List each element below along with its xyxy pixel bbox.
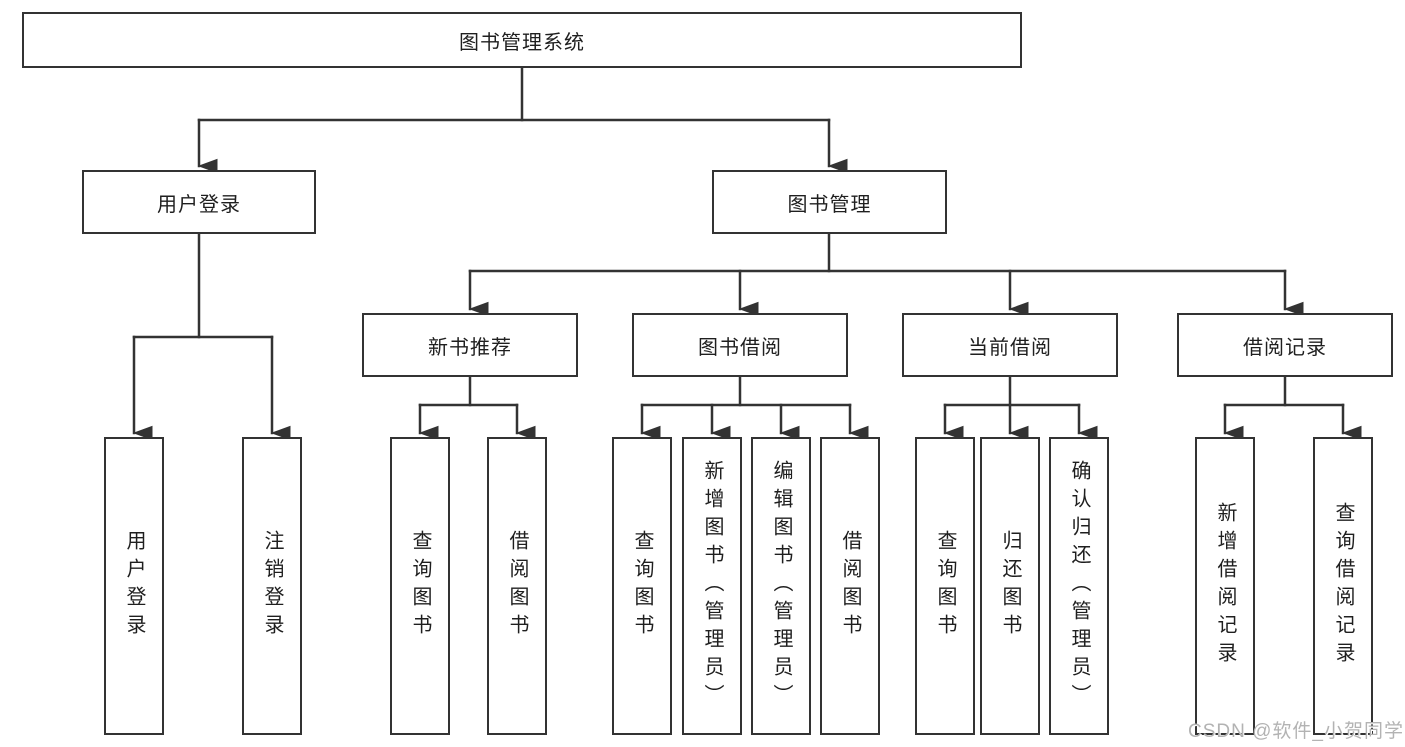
leaf-query-books-recommend: 查询图书 — [390, 437, 450, 735]
connector-book-mgmt-branch — [468, 232, 1285, 309]
leaf-query-books-current: 查询图书 — [915, 437, 975, 735]
leaf-borrow-books-recommend: 借阅图书 — [487, 437, 547, 735]
node-new-book-recommendation: 新书推荐 — [362, 313, 578, 377]
connector-borrowing-branch — [640, 375, 850, 433]
node-book-management: 图书管理 — [712, 170, 947, 234]
node-book-borrowing: 图书借阅 — [632, 313, 848, 377]
leaf-return-books: 归还图书 — [980, 437, 1040, 735]
leaf-edit-books-admin: 编辑图书（管理员） — [751, 437, 811, 735]
connector-user-login-branch — [132, 232, 272, 433]
leaf-confirm-return-admin: 确认归还（管理员） — [1049, 437, 1109, 735]
leaf-logout: 注销登录 — [242, 437, 302, 735]
leaf-query-borrow-record: 查询借阅记录 — [1313, 437, 1373, 735]
node-current-borrowing: 当前借阅 — [902, 313, 1118, 377]
node-user-login: 用户登录 — [82, 170, 316, 234]
node-borrowing-records: 借阅记录 — [1177, 313, 1393, 377]
connector-records-branch — [1223, 375, 1343, 433]
leaf-query-books-borrowing: 查询图书 — [612, 437, 672, 735]
connector-root-to-level2 — [197, 66, 829, 166]
leaf-add-books-admin: 新增图书（管理员） — [682, 437, 742, 735]
connector-current-branch — [943, 375, 1079, 433]
leaf-borrow-books-borrowing: 借阅图书 — [820, 437, 880, 735]
csdn-watermark: CSDN @软件_小贺同学 — [1188, 721, 1404, 742]
leaf-user-login: 用户登录 — [104, 437, 164, 735]
connector-new-book-branch — [418, 375, 517, 433]
leaf-add-borrow-record: 新增借阅记录 — [1195, 437, 1255, 735]
node-library-system-root: 图书管理系统 — [22, 12, 1022, 68]
